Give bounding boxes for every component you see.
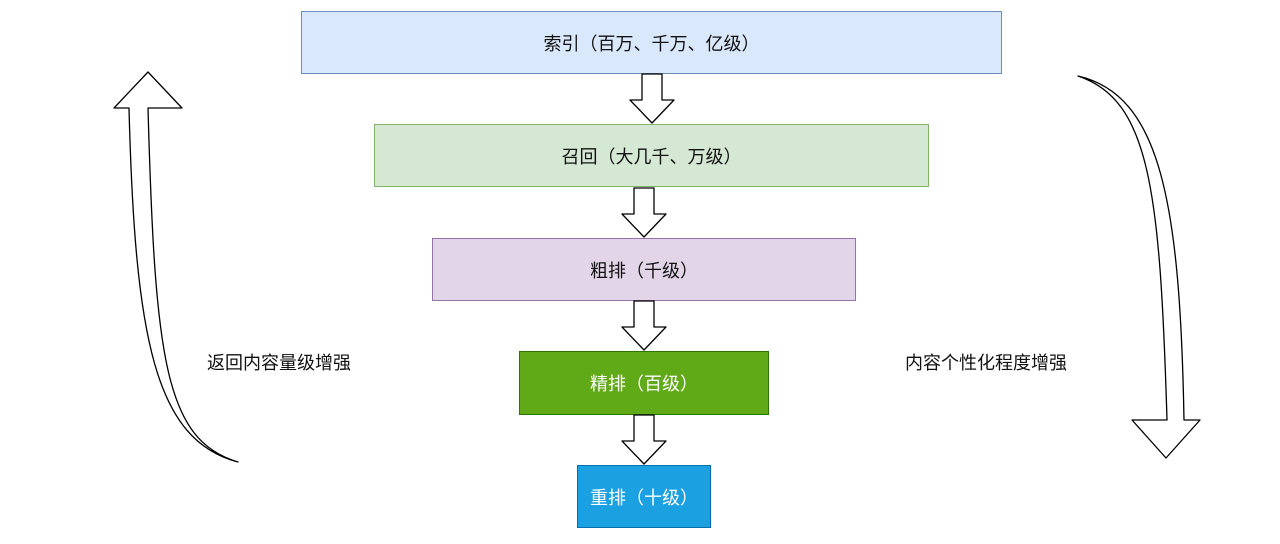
right-side-label: 内容个性化程度增强 — [905, 353, 1067, 374]
down-arrow-icon — [629, 73, 675, 124]
stage-reranking-box: 重排（十级） — [577, 465, 711, 528]
down-arrow-icon — [621, 414, 667, 465]
stage-coarse-ranking-label: 粗排（千级） — [590, 260, 698, 282]
stage-recall-label: 召回（大几千、万级） — [561, 146, 742, 168]
stage-fine-ranking-box: 精排（百级） — [519, 351, 769, 415]
stage-index-box: 索引（百万、千万、亿级） — [301, 11, 1002, 74]
stage-fine-ranking-label: 精排（百级） — [590, 374, 698, 395]
down-arrow-icon — [621, 187, 667, 238]
stage-coarse-ranking-box: 粗排（千级） — [432, 238, 856, 301]
curved-up-arrow-icon — [113, 71, 239, 463]
stage-recall-box: 召回（大几千、万级） — [374, 124, 929, 187]
stage-index-label: 索引（百万、千万、亿级） — [543, 33, 760, 55]
curved-down-arrow-icon — [1077, 75, 1201, 459]
left-side-label: 返回内容量级增强 — [207, 353, 351, 374]
stage-reranking-label: 重排（十级） — [590, 487, 698, 509]
down-arrow-icon — [621, 300, 667, 351]
